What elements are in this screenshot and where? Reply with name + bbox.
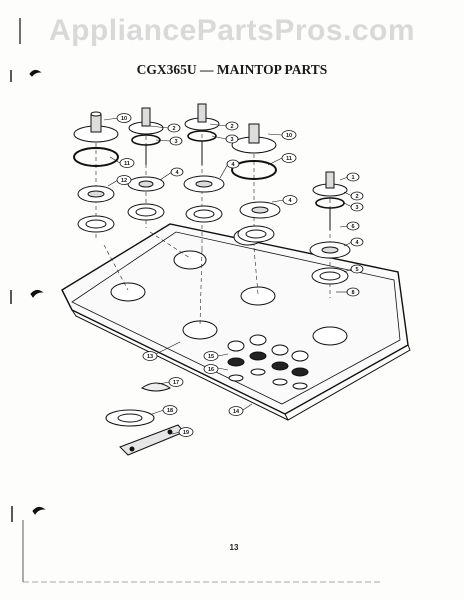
burner-stack-2	[127, 107, 165, 221]
callout-label: 10	[286, 133, 292, 139]
maintop-tray	[61, 223, 411, 421]
page-number: 13	[229, 543, 239, 552]
watermark-text: AppliancePartsPros.com	[48, 14, 416, 47]
callout-label: 2	[230, 124, 233, 130]
callout-label: 5	[355, 267, 358, 273]
callout-label: 3	[174, 139, 177, 145]
callout-label: 14	[233, 409, 240, 415]
callout-label: 12	[121, 178, 127, 184]
callout-label: 11	[286, 156, 292, 162]
binder-marks	[10, 18, 46, 522]
callout-label: 4	[231, 162, 235, 168]
callout-label: 18	[167, 408, 173, 414]
page-title: CGX365U — MAINTOP PARTS	[136, 62, 328, 77]
callout-bubbles	[116, 113, 364, 437]
callout-label: 4	[175, 170, 179, 176]
loose-parts	[105, 382, 185, 456]
callout-label: 4	[288, 198, 292, 204]
burner-stack-4	[231, 123, 281, 243]
callout-label: 1	[351, 175, 354, 181]
burner-stack-3	[183, 103, 225, 223]
callout-numbers: 10 2 3 2 3 10 11 11 12 4 4 4 1 2 3 6 4 5…	[121, 116, 360, 436]
callout-label: 3	[355, 205, 358, 211]
burner-stack-1	[73, 111, 119, 233]
callout-label: 16	[208, 367, 214, 373]
callout-label: 17	[173, 380, 179, 386]
callout-label: 15	[208, 354, 214, 360]
callout-label: 10	[121, 116, 127, 122]
valve-cluster	[227, 334, 309, 390]
callout-label: 6	[351, 224, 354, 230]
callout-label: 3	[230, 137, 233, 143]
callout-label: 11	[124, 161, 130, 167]
callout-label: 2	[355, 194, 358, 200]
callout-label: 4	[355, 240, 359, 246]
callout-label: 8	[351, 290, 354, 296]
callout-label: 2	[172, 126, 175, 132]
callout-label: 19	[183, 430, 189, 436]
burner-stack-5	[309, 171, 351, 285]
callout-label: 13	[147, 354, 153, 360]
